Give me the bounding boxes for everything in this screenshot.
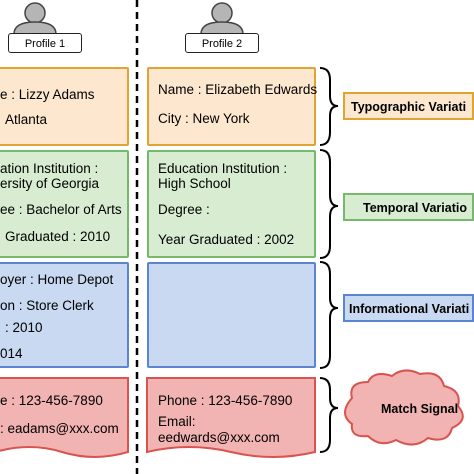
match-brace xyxy=(319,377,339,453)
profile1-start-year: : 2010 xyxy=(5,320,43,335)
match-signal-label: Match Signal xyxy=(381,402,459,416)
profile1-position: on : Store Clerk xyxy=(0,298,94,313)
profile2-education-label: Education Institution : xyxy=(158,161,288,176)
profile2-education-value: High School xyxy=(158,176,231,191)
profile1-year-graduated: Graduated : 2010 xyxy=(5,229,111,244)
informational-variation-tag: Informational Variati xyxy=(343,294,474,322)
profile2-contact-box xyxy=(146,377,316,458)
profile2-email: eedwards@xxx.com xyxy=(158,430,280,445)
profile2-education-box xyxy=(147,150,316,258)
profile1-city: Atlanta xyxy=(5,112,48,127)
profile1-education-label: ation Institution : xyxy=(0,161,99,176)
profile1-name: e : Lizzy Adams xyxy=(0,87,95,102)
profile2-employment-box xyxy=(147,262,316,368)
informational-brace xyxy=(319,261,339,369)
profile2-degree: Degree : xyxy=(158,202,210,217)
profile1-name-box xyxy=(0,67,129,146)
match-signal-cloud xyxy=(344,369,464,446)
profile1-label: Profile 1 xyxy=(8,33,82,53)
profile1-degree: ee : Bachelor of Arts xyxy=(0,202,122,217)
temporal-variation-tag: Temporal Variatio xyxy=(343,193,474,221)
typographic-brace xyxy=(319,67,339,146)
profile1-employer: oyer : Home Depot xyxy=(0,272,114,287)
profile1-education-value: ersity of Georgia xyxy=(0,176,100,191)
typographic-variation-tag: Typographic Variati xyxy=(343,92,474,120)
profile1-contact-box xyxy=(0,377,129,458)
profile1-end-year: 014 xyxy=(0,346,23,361)
temporal-brace xyxy=(319,149,339,259)
profile1-email: : eadams@xxx.com xyxy=(0,421,119,436)
user-icon xyxy=(13,2,57,35)
profile1-education-box xyxy=(0,150,129,258)
profile2-email-label: Email: xyxy=(158,414,196,429)
profile2-year-graduated: Year Graduated : 2002 xyxy=(158,232,295,247)
profile2-name-box xyxy=(147,67,316,146)
profile2-city: City : New York xyxy=(158,111,250,126)
user-icon xyxy=(200,2,244,35)
profile1-phone: e : 123-456-7890 xyxy=(0,393,103,408)
profile2-name: Name : Elizabeth Edwards xyxy=(158,82,318,97)
profile2-phone: Phone : 123-456-7890 xyxy=(158,393,293,408)
profile2-label: Profile 2 xyxy=(185,33,259,53)
profile1-employment-box xyxy=(0,262,129,368)
